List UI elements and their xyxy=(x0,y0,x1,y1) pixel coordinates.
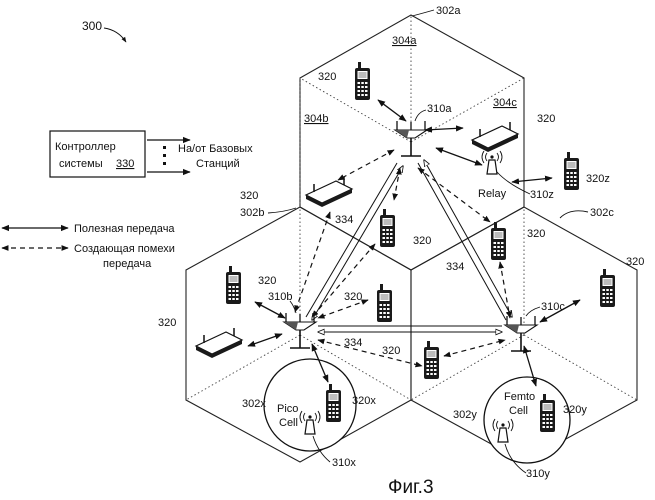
link-label-334: 334 xyxy=(335,214,353,226)
interfering-arrow-7 xyxy=(318,340,422,366)
interfering-arrow-1 xyxy=(338,150,394,180)
useful-arrow-b1 xyxy=(255,302,285,318)
phone-icon-320z xyxy=(564,152,579,190)
sector-label-304c: 304c xyxy=(493,97,517,109)
cell-label-302x: 302x xyxy=(242,398,266,410)
phone-icon xyxy=(380,209,395,247)
femto-label-1: Femto xyxy=(504,391,535,403)
phone-icon xyxy=(355,62,370,100)
figure-caption: Фиг.3 xyxy=(388,477,434,498)
base-station-310c xyxy=(505,316,537,351)
terminal-label: 320 xyxy=(158,317,176,329)
link-label-334: 334 xyxy=(344,337,362,349)
terminal-label: 320 xyxy=(413,235,431,247)
terminal-label: 320 xyxy=(258,275,276,287)
station-label-310y: 310y xyxy=(526,468,550,480)
base-station-310b xyxy=(284,313,316,348)
terminal-label: 320 xyxy=(537,113,555,125)
terminal-label: 320 xyxy=(318,71,336,83)
phone-icon xyxy=(600,269,615,307)
controller-title: Контроллер xyxy=(55,141,116,153)
relay-label: Relay xyxy=(478,188,507,200)
laptop-icon xyxy=(472,122,518,152)
phone-icon xyxy=(491,222,506,260)
system-controller-box xyxy=(50,131,145,177)
terminal-label: 320 xyxy=(240,190,258,202)
terminal-label: 320 xyxy=(527,228,545,240)
leader-line xyxy=(526,307,540,316)
pico-label-1: Pico xyxy=(277,403,298,415)
leader-line xyxy=(560,211,588,218)
figure-number: 300 xyxy=(82,19,102,33)
useful-arrow-b2 xyxy=(248,334,282,346)
terminal-label: 320 xyxy=(626,256,644,268)
interfering-arrow-9 xyxy=(500,262,510,318)
interfering-arrow-8 xyxy=(444,340,505,356)
controller-subtitle: системы xyxy=(59,158,103,170)
cell-label-302y: 302y xyxy=(453,409,477,421)
cell-label-302a: 302a xyxy=(436,5,461,17)
terminal-label-320z: 320z xyxy=(586,173,610,185)
interfering-arrow-5 xyxy=(312,244,375,317)
pico-label-2: Cell xyxy=(279,417,298,429)
sector-label-304a: 304a xyxy=(392,35,417,47)
terminal-label: 320 xyxy=(344,291,362,303)
cell-label-302c: 302c xyxy=(590,207,614,219)
leader-line xyxy=(412,10,434,16)
station-label-310a: 310a xyxy=(427,103,452,115)
leader-line xyxy=(415,110,426,121)
link-label-334: 334 xyxy=(446,261,464,273)
leader-line xyxy=(268,208,296,213)
phone-icon xyxy=(226,266,241,304)
leader-line xyxy=(290,301,296,313)
controller-ellipsis xyxy=(163,146,166,165)
controller-ref: 330 xyxy=(116,158,134,170)
useful-arrow-relay-z xyxy=(512,178,552,182)
laptop-icon xyxy=(306,177,352,207)
controller-link-text-1: На/от Базовых xyxy=(178,143,253,155)
legend-interfering-text-1: Создающая помехи xyxy=(74,243,175,255)
legend-interfering-text-2: передача xyxy=(103,258,152,270)
controller-link-text-2: Станций xyxy=(196,158,240,170)
station-label-310x: 310x xyxy=(332,457,356,469)
figure-number-arrow xyxy=(104,28,126,42)
terminal-label-320x: 320x xyxy=(352,395,376,407)
station-label-310b: 310b xyxy=(268,291,292,303)
useful-arrow-a2 xyxy=(425,128,463,130)
station-label-310z: 310z xyxy=(530,189,554,201)
relay-tower-icon xyxy=(482,151,502,174)
useful-arrow-relay xyxy=(436,148,482,165)
terminal-label: 320 xyxy=(382,345,400,357)
sector-label-304b: 304b xyxy=(304,113,328,125)
femto-label-2: Cell xyxy=(509,405,528,417)
phone-icon xyxy=(377,284,392,322)
laptop-icon xyxy=(196,328,242,358)
station-label-310c: 310c xyxy=(541,301,565,313)
base-station-310a xyxy=(395,121,427,156)
backhaul-link-b-c xyxy=(318,326,502,332)
useful-arrow-a1 xyxy=(378,100,406,121)
cell-label-302b: 302b xyxy=(240,207,264,219)
interfering-arrow-2 xyxy=(394,168,400,200)
phone-icon xyxy=(424,341,439,379)
femto-cell-circle xyxy=(484,377,570,463)
terminal-label-320y: 320y xyxy=(563,404,587,416)
legend-useful-text: Полезная передача xyxy=(74,223,175,235)
